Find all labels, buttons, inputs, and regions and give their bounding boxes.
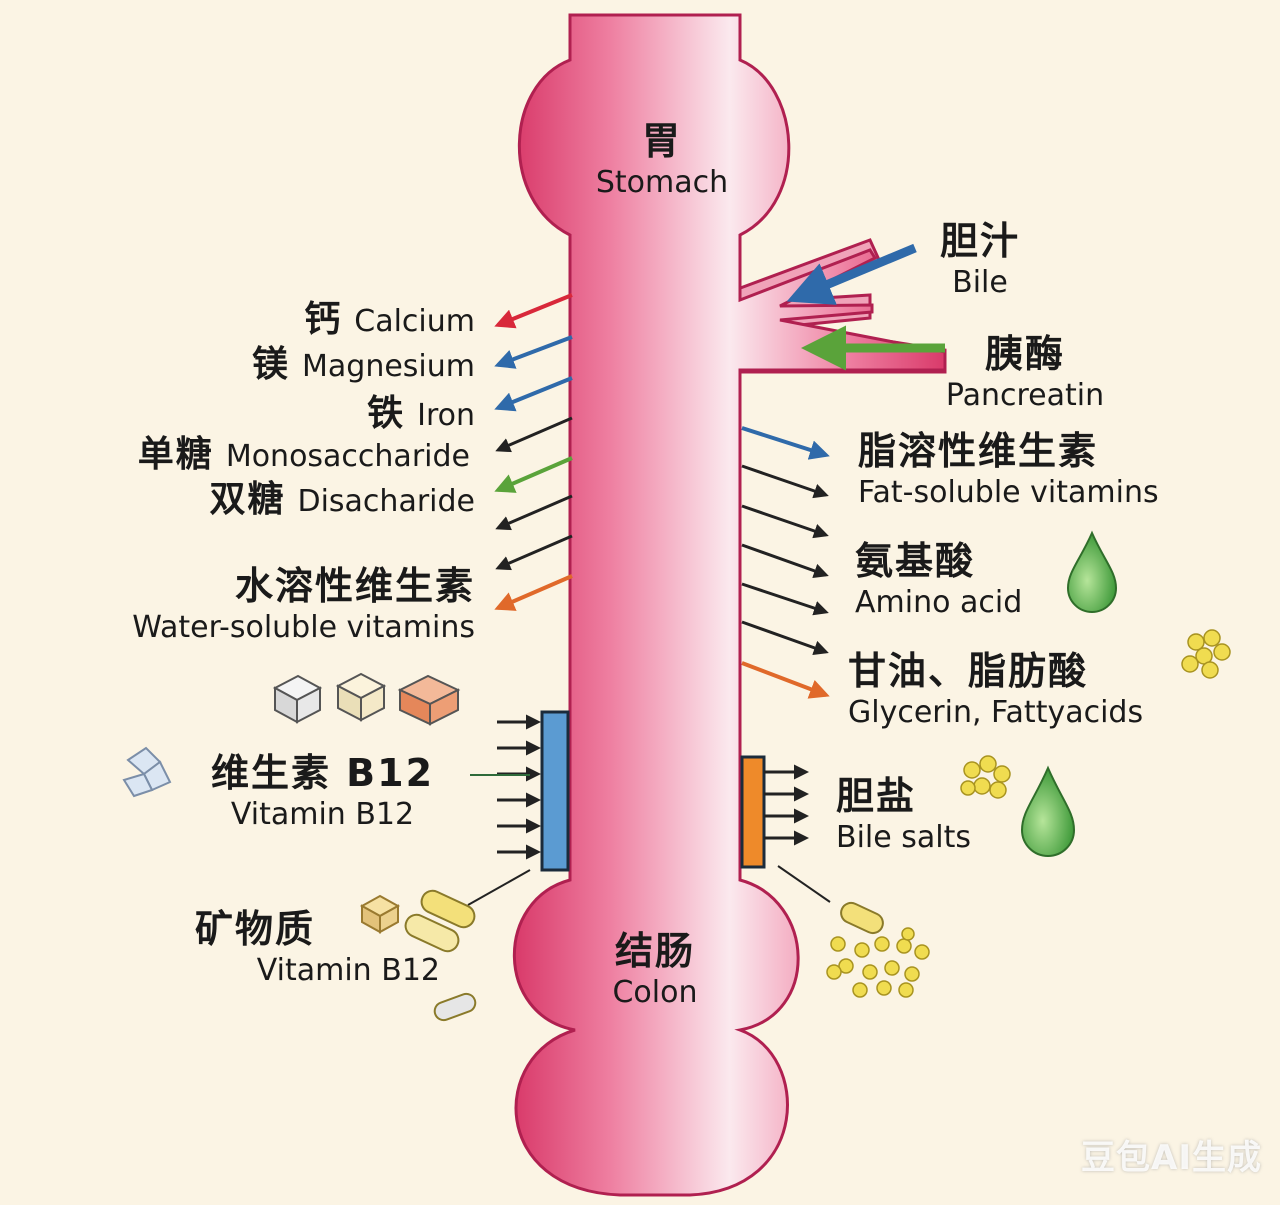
stomach-zh: 胃	[641, 119, 682, 163]
green-drop-icon	[1020, 765, 1076, 857]
fat-soluble-arrow-a	[741, 426, 830, 460]
calcium-en: Calcium	[354, 304, 475, 339]
monosaccharide-en: Monosaccharide	[225, 439, 470, 474]
minerals-zh: 矿物质	[195, 907, 316, 951]
iron-zh: 铁	[367, 393, 406, 434]
fat-soluble-label: 脂溶性维生素 Fat-soluble vitamins	[858, 420, 1159, 510]
water-soluble-arrow-a	[495, 534, 573, 571]
glycerin-arrow-a	[741, 620, 829, 656]
crystal-icon	[122, 746, 172, 798]
bile-salts-arrows	[764, 764, 809, 846]
disacharide-arrow-b	[495, 494, 573, 531]
calcium-zh: 钙	[304, 299, 343, 340]
b12-arrows	[470, 714, 541, 860]
calcium-arrow	[494, 293, 573, 329]
b12-label: 维生素 B12 Vitamin B12	[190, 742, 455, 832]
amino-arrow-c	[741, 582, 829, 616]
amino-arrow-b	[741, 543, 829, 579]
disacharide-zh: 双糖	[209, 479, 286, 520]
disacharide-label: 双糖 Disacharide	[209, 470, 475, 522]
bile-en: Bile	[952, 265, 1008, 300]
fat-soluble-zh: 脂溶性维生素	[858, 429, 1099, 473]
fat-soluble-arrow-b	[741, 464, 829, 499]
magnesium-arrow	[494, 335, 573, 369]
bile-arrow	[786, 243, 917, 305]
minerals-label: 矿物质 Vitamin B12	[195, 898, 440, 988]
disacharide-en: Disacharide	[297, 484, 475, 519]
magnesium-en: Magnesium	[302, 349, 475, 384]
b12-zh: 维生素 B12	[210, 751, 435, 795]
bile-salts-en: Bile salts	[836, 820, 971, 855]
stomach-en: Stomach	[595, 165, 729, 200]
monosaccharide-label: 单糖 Monosaccharide	[138, 425, 470, 477]
left-absorption-arrows	[494, 293, 573, 611]
sugar-cubes-icon	[272, 672, 461, 726]
amino-acid-en: Amino acid	[855, 585, 1023, 620]
green-drop-icon	[1066, 530, 1118, 613]
bile-salts-zh: 胆盐	[836, 774, 917, 818]
water-soluble-en: Water-soluble vitamins	[132, 610, 475, 645]
water-soluble-label: 水溶性维生素 Water-soluble vitamins	[132, 555, 475, 645]
pancreatin-zh: 胰酶	[984, 332, 1065, 376]
colon-en: Colon	[612, 975, 698, 1010]
glycerin-label: 甘油、脂肪酸 Glycerin, Fattyacids	[848, 640, 1143, 730]
iron-en: Iron	[417, 398, 475, 433]
bile-label: 胆汁 Bile	[920, 210, 1040, 300]
right-absorption-arrows	[741, 426, 830, 699]
water-soluble-arrow-b	[494, 574, 573, 611]
b12-en: Vitamin B12	[230, 797, 415, 832]
fat-soluble-en: Fat-soluble vitamins	[858, 475, 1159, 510]
pancreatin-label: 胰酶 Pancreatin	[925, 323, 1125, 413]
pellet-cluster-icon	[960, 755, 1011, 799]
pellet-cluster-icon	[1181, 629, 1231, 679]
bile-zh: 胆汁	[939, 219, 1020, 263]
monosaccharide-zh: 单糖	[137, 434, 214, 475]
glycerin-zh: 甘油、脂肪酸	[848, 649, 1089, 693]
water-soluble-zh: 水溶性维生素	[234, 564, 475, 608]
glycerin-arrow-b	[741, 661, 830, 699]
magnesium-zh: 镁	[252, 344, 291, 385]
amino-arrow-a	[741, 504, 829, 539]
ileum-orange-segment	[740, 755, 766, 869]
mineral-cube-icon	[359, 894, 401, 934]
amino-acid-zh: 氨基酸	[855, 539, 976, 583]
stomach-label: 胃 Stomach	[582, 110, 742, 200]
bile-salts-label: 胆盐 Bile salts	[836, 765, 971, 855]
minerals-en: Vitamin B12	[256, 953, 440, 988]
glycerin-en: Glycerin, Fattyacids	[848, 695, 1144, 730]
monosaccharide-arrow	[495, 416, 573, 453]
pancreatin-en: Pancreatin	[945, 378, 1105, 413]
iron-arrow	[494, 376, 573, 412]
disacharide-arrow-a	[494, 456, 573, 493]
magnesium-label: 镁 Magnesium	[252, 335, 475, 387]
capsule-icon	[404, 889, 884, 1022]
colon-zh: 结肠	[614, 929, 695, 973]
colon-label: 结肠 Colon	[575, 920, 735, 1010]
watermark: 豆包AI生成	[1081, 1138, 1262, 1178]
calcium-label: 钙 Calcium	[304, 290, 475, 342]
ileum-blue-segment	[540, 710, 570, 872]
amino-acid-label: 氨基酸 Amino acid	[855, 530, 1022, 620]
iron-label: 铁 Iron	[367, 384, 475, 436]
pellet-scatter-icon	[826, 927, 930, 998]
